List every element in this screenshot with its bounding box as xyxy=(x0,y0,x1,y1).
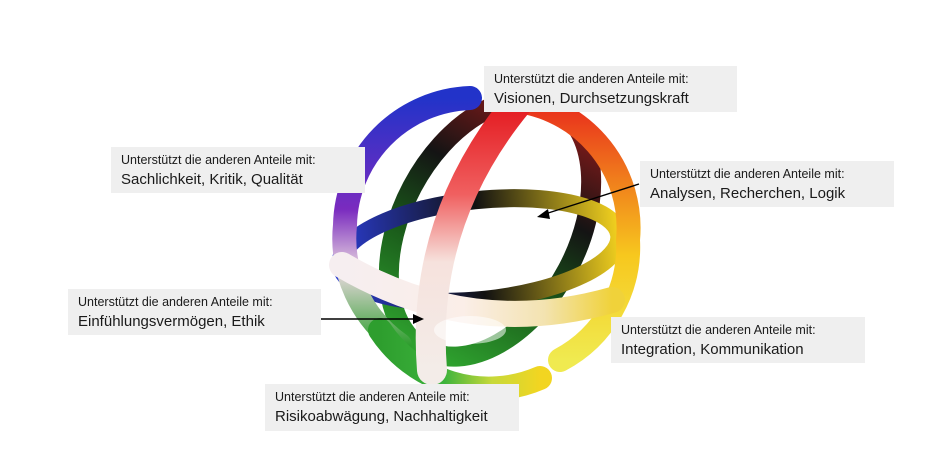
arrow-analysen-head xyxy=(537,209,550,219)
callout-einfuehlung-text: Einfühlungsvermögen, Ethik xyxy=(78,313,265,330)
ring-outer-left xyxy=(332,86,482,357)
callout-visionen-prefix: Unterstützt die anderen Anteile mit: xyxy=(494,72,689,86)
ring-front-vertical xyxy=(415,85,535,385)
callout-sachlichkeit-text: Sachlichkeit, Kritik, Qualität xyxy=(121,171,303,188)
callout-risiko-prefix: Unterstützt die anderen Anteile mit: xyxy=(275,390,470,404)
sphere-highlight xyxy=(434,316,506,344)
callout-integration-text: Integration, Kommunikation xyxy=(621,341,804,358)
callout-analysen: Unterstützt die anderen Anteile mit: Ana… xyxy=(640,161,894,207)
callout-integration: Unterstützt die anderen Anteile mit: Int… xyxy=(611,317,865,363)
callout-visionen-text: Visionen, Durchsetzungskraft xyxy=(494,90,689,107)
callout-visionen: Unterstützt die anderen Anteile mit: Vis… xyxy=(484,66,737,112)
arrow-analysen xyxy=(544,183,640,215)
callout-einfuehlung: Unterstützt die anderen Anteile mit: Ein… xyxy=(68,289,321,335)
callout-einfuehlung-prefix: Unterstützt die anderen Anteile mit: xyxy=(78,295,273,309)
callout-integration-prefix: Unterstützt die anderen Anteile mit: xyxy=(621,323,816,337)
ring-outer-right xyxy=(493,88,641,372)
callout-risiko: Unterstützt die anderen Anteile mit: Ris… xyxy=(265,384,519,431)
callout-sachlichkeit-prefix: Unterstützt die anderen Anteile mit: xyxy=(121,153,316,167)
callout-analysen-text: Analysen, Recherchen, Logik xyxy=(650,185,846,202)
ring-front-horizontal xyxy=(329,252,625,327)
callout-risiko-text: Risikoabwägung, Nachhaltigkeit xyxy=(275,408,488,425)
arrow-einfuehl-head xyxy=(413,314,424,324)
callout-analysen-prefix: Unterstützt die anderen Anteile mit: xyxy=(650,167,845,181)
callout-sachlichkeit: Unterstützt die anderen Anteile mit: Sac… xyxy=(111,147,365,193)
